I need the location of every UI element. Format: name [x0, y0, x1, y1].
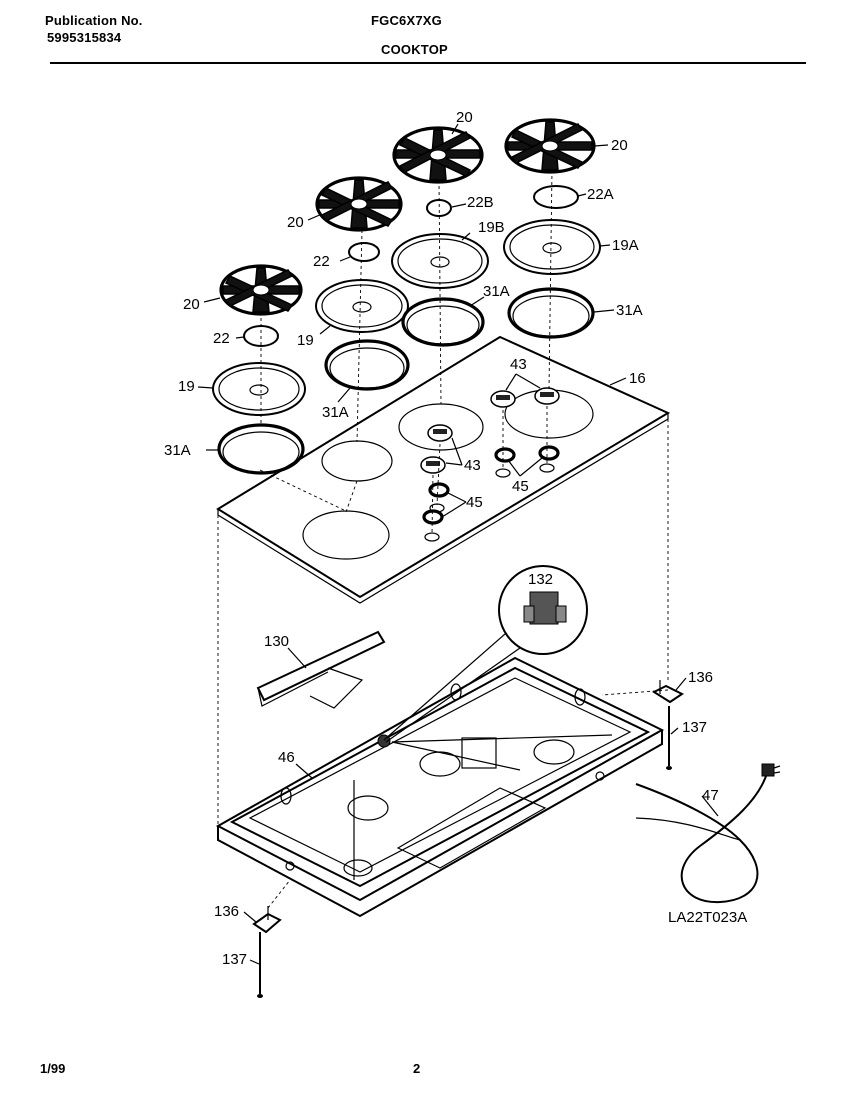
- seal-45-c: [428, 482, 450, 498]
- callout-130: 130: [264, 633, 289, 650]
- knob-43-d: [420, 456, 446, 474]
- screw-137-right: [666, 706, 672, 770]
- callout-47: 47: [702, 787, 719, 804]
- burner-cap-22-mid: [348, 242, 380, 262]
- grate-mid-left: [315, 176, 403, 232]
- cooktop-top-16: [216, 335, 671, 604]
- burner-head-19-mid: [315, 279, 409, 333]
- knob-43-c: [427, 424, 453, 442]
- callout-132: 132: [528, 571, 553, 588]
- header-rule: [50, 62, 806, 64]
- callout-22-mid: 22: [313, 253, 330, 270]
- bracket-130: [256, 630, 386, 709]
- knob-43-b: [534, 387, 560, 405]
- callout-136-right: 136: [688, 669, 713, 686]
- burner-cap-22B: [426, 199, 452, 217]
- burner-head-19-front: [212, 362, 306, 416]
- burner-cap-22A: [533, 185, 579, 209]
- callout-31A-center: 31A: [483, 283, 510, 300]
- callout-20-front-left: 20: [183, 296, 200, 313]
- callout-20-rear-center: 20: [456, 109, 473, 126]
- seal-45-a: [494, 447, 516, 463]
- section-title: COOKTOP: [381, 42, 448, 57]
- callout-22B: 22B: [467, 194, 494, 211]
- footer-page-number: 2: [413, 1061, 421, 1076]
- trim-ring-31A-right: [507, 287, 595, 339]
- assembly-guide-lines: [217, 169, 669, 909]
- callout-31A-right: 31A: [616, 302, 643, 319]
- callout-labels: 20 20 20 20 22B 22A 22 22 19B 19A 19 19 …: [164, 109, 747, 968]
- callout-22A: 22A: [587, 186, 614, 203]
- grate-rear-right: [504, 118, 596, 174]
- bracket-136-right: [651, 680, 684, 704]
- grate-rear-center: [392, 126, 484, 184]
- seal-45-d: [422, 509, 444, 525]
- callout-31A-front: 31A: [164, 442, 191, 459]
- bracket-136-left: [252, 906, 282, 934]
- grate-front-left: [219, 264, 303, 316]
- power-cord-47: [635, 763, 781, 904]
- leader-lines: [197, 123, 719, 965]
- callout-20-rear-right: 20: [611, 137, 628, 154]
- callout-22-front: 22: [213, 330, 230, 347]
- callout-43-top: 43: [510, 356, 527, 373]
- callout-19B: 19B: [478, 219, 505, 236]
- trim-ring-31A-mid: [324, 339, 410, 391]
- callout-46: 46: [278, 749, 295, 766]
- callout-31A-mid: 31A: [322, 404, 349, 421]
- callout-137-right: 137: [682, 719, 707, 736]
- model-number: FGC6X7XG: [371, 13, 442, 28]
- callout-45-left: 45: [466, 494, 483, 511]
- callout-43-mid: 43: [464, 457, 481, 474]
- callout-16: 16: [629, 370, 646, 387]
- knob-43-a: [490, 390, 516, 408]
- callout-20-mid-left: 20: [287, 214, 304, 231]
- diagram-reference-code: LA22T023A: [668, 909, 747, 926]
- publication-label: Publication No.: [45, 13, 143, 28]
- callout-19-mid: 19: [297, 332, 314, 349]
- igniter-detail-132: [383, 565, 588, 743]
- callout-137-left: 137: [222, 951, 247, 968]
- trim-ring-31A-center: [401, 297, 485, 347]
- callout-136-left: 136: [214, 903, 239, 920]
- burner-head-19A: [503, 219, 601, 275]
- footer-date: 1/99: [40, 1061, 66, 1076]
- callout-19A: 19A: [612, 237, 639, 254]
- burner-pan-46: [215, 656, 665, 918]
- callout-45-right: 45: [512, 478, 529, 495]
- seal-45-b: [538, 445, 560, 461]
- trim-ring-31A-front: [217, 423, 305, 475]
- callout-19-front: 19: [178, 378, 195, 395]
- publication-number: 5995315834: [47, 30, 122, 45]
- screw-137-left: [257, 932, 263, 998]
